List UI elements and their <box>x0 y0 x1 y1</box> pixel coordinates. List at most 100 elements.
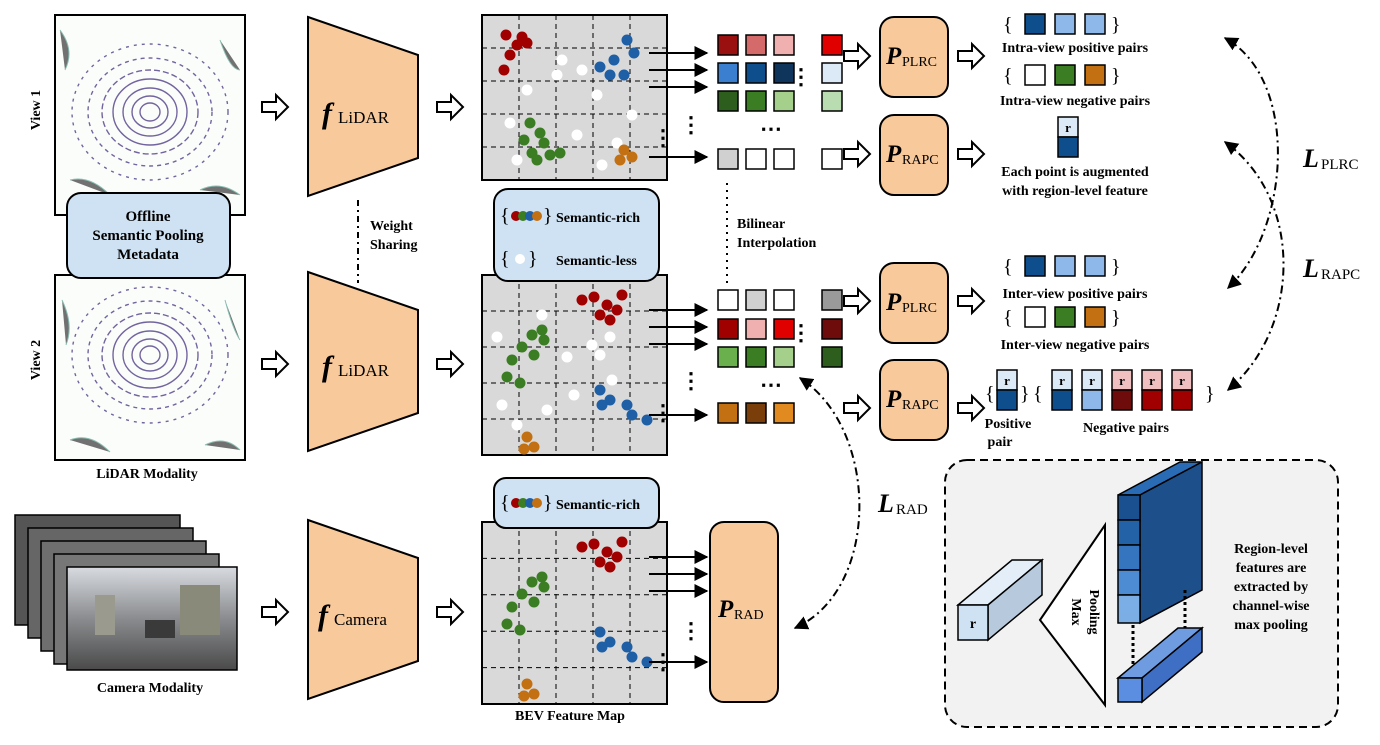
region-r-label: r <box>1149 373 1155 388</box>
max-pooling-triangle <box>1038 521 1106 708</box>
feature-square <box>745 62 767 84</box>
pair-square <box>1084 255 1106 277</box>
bev-point <box>611 304 623 316</box>
legend-semantic-rich: Semantic-rich <box>556 211 640 226</box>
bev-point <box>621 641 633 653</box>
bev-point <box>596 399 608 411</box>
bev-point <box>501 618 513 630</box>
bev-point <box>501 371 513 383</box>
intra-neg-pairs: {} <box>1003 64 1121 87</box>
ellipsis-dots: ⋮ <box>652 400 674 425</box>
feature-square <box>717 90 739 112</box>
row-ellipsis: ⋮ <box>680 368 702 393</box>
pooled-feature-cell <box>957 604 989 641</box>
loss-l-symbol: L <box>1302 254 1319 283</box>
pair-square <box>1024 306 1046 328</box>
feature-square <box>745 346 767 368</box>
bev-point <box>594 309 606 321</box>
feature-square <box>773 346 795 368</box>
head-p-symbol: P <box>717 596 734 623</box>
metadata-line-3: Metadata <box>117 247 179 263</box>
bev-point <box>536 571 548 583</box>
feature-square <box>717 34 739 56</box>
bev-point <box>596 641 608 653</box>
bev-point <box>528 349 540 361</box>
feature-square <box>717 318 739 340</box>
feature-square <box>745 402 767 424</box>
region-aug-line1: Each point is augmented <box>1001 165 1149 180</box>
bev-point <box>506 354 518 366</box>
bev-point <box>576 294 588 306</box>
legend-brace: { <box>500 492 510 514</box>
channel-cell <box>1117 494 1141 521</box>
legend-dot-red <box>511 211 521 221</box>
loss-plrc-sub: PLRC <box>1321 157 1359 173</box>
feature-square <box>821 34 843 56</box>
region-aug-line2: with region-level feature <box>1002 184 1148 199</box>
negative-pair-cell: r <box>1081 369 1103 411</box>
bev-point <box>526 329 538 341</box>
feature-square <box>773 148 795 170</box>
feature-square <box>821 148 843 170</box>
pair-brace: } <box>1111 14 1121 36</box>
bev-point <box>528 688 540 700</box>
feature-square <box>773 289 795 311</box>
bev-point <box>586 339 598 351</box>
legend-dot-orange <box>532 211 542 221</box>
legend-dot-blue <box>525 211 535 221</box>
bev-point <box>626 651 638 663</box>
weight-sharing-line1: Weight <box>370 219 413 234</box>
ellipsis-dots: ⋮ <box>652 649 674 674</box>
encoder-f-symbol: f <box>318 599 331 632</box>
bev-maps: ⋮⋮⋮ <box>481 14 709 705</box>
bev-point <box>611 137 623 149</box>
bev-point <box>518 134 530 146</box>
pair-square <box>1054 255 1076 277</box>
legend-brace: { <box>500 205 510 227</box>
loss-arcs <box>793 37 1285 630</box>
bev-point <box>588 291 600 303</box>
pair-square <box>1024 13 1046 35</box>
bev-point <box>594 626 606 638</box>
bev-point <box>541 404 553 416</box>
bev-point <box>528 596 540 608</box>
pair-brace: { <box>1033 383 1043 405</box>
feature-row-green-2 <box>717 346 843 368</box>
row-ellipsis: ⋮ <box>790 320 812 345</box>
feature-square <box>773 34 795 56</box>
negative-pair-cell: r <box>1111 369 1133 411</box>
row-ellipsis: ⋯ <box>760 372 782 397</box>
pair-square <box>1054 64 1076 86</box>
bev-point <box>601 299 613 311</box>
bev-point <box>521 678 533 690</box>
feature-square <box>821 289 843 311</box>
row-ellipsis: ⋯ <box>760 116 782 141</box>
row-ellipsis: ⋮ <box>680 112 702 137</box>
bev-point <box>516 31 528 43</box>
point-cell <box>996 389 1018 411</box>
pair-square <box>1084 13 1106 35</box>
pair-square <box>1084 64 1106 86</box>
pair-square <box>1054 13 1076 35</box>
negative-pair-cell: r <box>1051 369 1073 411</box>
bev-point <box>604 69 616 81</box>
feature-square <box>773 90 795 112</box>
feature-square <box>717 346 739 368</box>
feature-square <box>717 402 739 424</box>
camera-image-stack <box>14 514 238 671</box>
view2-label: View 2 <box>29 340 44 380</box>
pooling-desc-3: extracted by <box>1234 580 1308 595</box>
bev-point <box>534 127 546 139</box>
pair-brace: } <box>1205 383 1215 405</box>
pair-brace: } <box>1020 383 1030 405</box>
bev-point <box>531 154 543 166</box>
bev-point <box>611 551 623 563</box>
encoder-camera-sub: Camera <box>334 610 387 629</box>
offline-metadata-box: Offline Semantic Pooling Metadata <box>66 192 231 279</box>
bev-point <box>528 441 540 453</box>
feature-square <box>717 148 739 170</box>
point-cell <box>1141 389 1163 411</box>
bev-point <box>606 374 618 386</box>
pooled-r-label: r <box>970 617 976 632</box>
